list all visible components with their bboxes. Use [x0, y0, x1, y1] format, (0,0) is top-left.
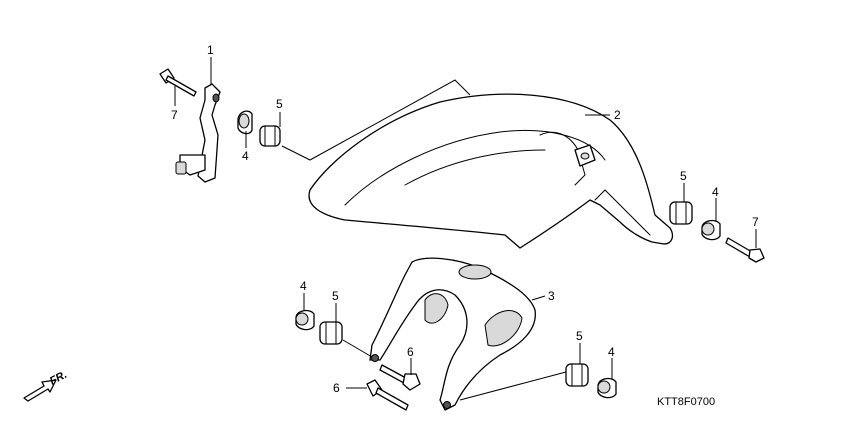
collar-4-d [597, 377, 617, 399]
collar-4-b [701, 219, 721, 241]
callout-4-c: 4 [300, 279, 307, 293]
callout-7-b: 7 [752, 215, 759, 229]
callout-4-b: 4 [712, 185, 719, 199]
callout-5-c: 5 [332, 289, 339, 303]
bracket [175, 83, 221, 183]
callout-5-b: 5 [680, 169, 687, 183]
callout-7-a: 7 [171, 108, 178, 122]
collar-4-c [295, 309, 315, 331]
leader-lines [174, 57, 757, 401]
callout-6-b: 6 [333, 381, 340, 395]
bolt-6-upper [379, 364, 421, 391]
bolt-7-right [725, 237, 765, 263]
front-fender [308, 93, 674, 249]
grommet-5-a [259, 125, 281, 147]
grommet-5-b [669, 201, 693, 225]
callout-2: 2 [614, 108, 621, 122]
callout-3: 3 [548, 289, 555, 303]
bolt-6-lower [366, 379, 409, 411]
callout-5-d: 5 [576, 329, 583, 343]
diagram-code: KTT8F0700 [657, 396, 715, 408]
callouts: 1 2 3 4 4 4 4 5 5 5 5 6 6 7 7 [171, 43, 759, 395]
front-direction-arrow: FR. [23, 369, 69, 402]
bolt-7-left [159, 68, 197, 97]
front-label: FR. [48, 369, 69, 388]
collar-4-a [237, 110, 253, 135]
grommet-5-c [319, 321, 343, 345]
callout-6-a: 6 [407, 345, 414, 359]
callout-5-a: 5 [276, 97, 283, 111]
fender-stay [369, 257, 536, 411]
callout-4-a: 4 [242, 149, 249, 163]
grommet-5-d [565, 363, 589, 387]
callout-4-d: 4 [608, 345, 615, 359]
callout-1: 1 [207, 43, 214, 57]
